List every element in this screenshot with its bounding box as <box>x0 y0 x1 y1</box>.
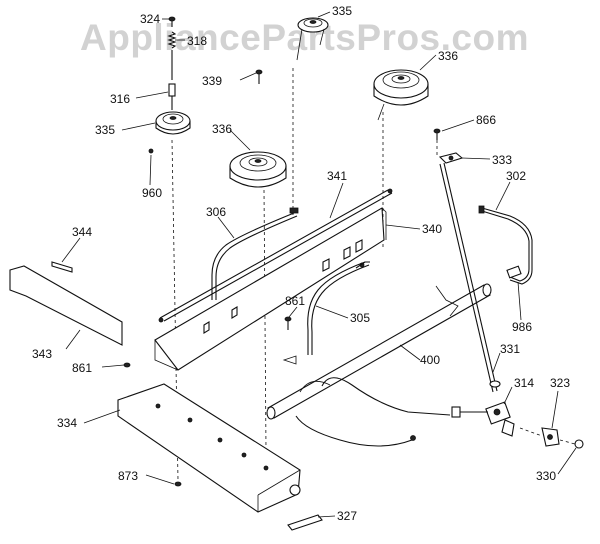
callout-960: 960 <box>142 186 162 200</box>
callout-400: 400 <box>420 353 440 367</box>
base-bracket-334 <box>117 383 301 513</box>
bracket-333 <box>438 152 464 164</box>
callout-314: 314 <box>514 376 534 390</box>
burner-bracket-340 <box>154 207 387 371</box>
shield-343 <box>9 265 123 346</box>
callout-327: 327 <box>337 509 357 523</box>
gas-tube-341 <box>158 188 393 323</box>
callout-335-top: 335 <box>332 4 352 18</box>
callout-340: 340 <box>422 222 442 236</box>
electrode-316 <box>168 83 176 110</box>
callout-331: 331 <box>500 342 520 356</box>
manifold-pipe-400 <box>266 283 492 420</box>
callout-324: 324 <box>140 12 160 26</box>
screw-861-left <box>123 362 131 368</box>
screw-873 <box>174 481 182 487</box>
thermocouple-wire <box>295 377 451 447</box>
callout-labels: 324 318 335 336 339 316 335 336 866 333 … <box>32 4 570 523</box>
callout-323: 323 <box>550 376 570 390</box>
callout-861-left: 861 <box>72 361 92 375</box>
leader-lines <box>61 11 577 518</box>
callout-873: 873 <box>118 469 138 483</box>
spring-318 <box>167 31 177 80</box>
callout-866: 866 <box>476 113 496 127</box>
clip-960 <box>148 148 154 154</box>
screw-339 <box>255 69 263 84</box>
pilot-tube-302 <box>478 205 533 285</box>
burner-335-top <box>296 17 329 61</box>
bracket-327 <box>287 514 323 531</box>
callout-305: 305 <box>350 311 370 325</box>
burner-335-left <box>155 111 191 135</box>
rod-331 <box>439 162 501 393</box>
alignment-line-2 <box>263 189 267 451</box>
callout-316: 316 <box>110 92 130 106</box>
gas-tube-306 <box>211 207 299 300</box>
callout-986: 986 <box>512 320 532 334</box>
screw-866 <box>433 128 441 140</box>
callout-330: 330 <box>536 469 556 483</box>
callout-335-left: 335 <box>95 123 115 137</box>
burner-336-center <box>229 151 287 188</box>
valve-314 <box>451 401 515 437</box>
callout-341: 341 <box>327 169 347 183</box>
callout-861-center: 861 <box>285 294 305 308</box>
callout-333: 333 <box>492 153 512 167</box>
burner-336-right <box>373 69 429 121</box>
callout-302: 302 <box>506 169 526 183</box>
callout-343: 343 <box>32 347 52 361</box>
callout-336-right: 336 <box>438 49 458 63</box>
callout-334: 334 <box>57 416 77 430</box>
callout-306: 306 <box>206 205 226 219</box>
clip-344 <box>51 261 73 273</box>
callout-344: 344 <box>72 225 92 239</box>
gas-tube-305 <box>307 261 370 355</box>
wire-terminal <box>410 435 416 441</box>
callout-336-center: 336 <box>212 122 232 136</box>
screw-861-center <box>282 316 297 365</box>
screw-330 <box>559 439 584 449</box>
callout-318: 318 <box>187 34 207 48</box>
bracket-323 <box>519 427 560 447</box>
callout-339: 339 <box>202 74 222 88</box>
